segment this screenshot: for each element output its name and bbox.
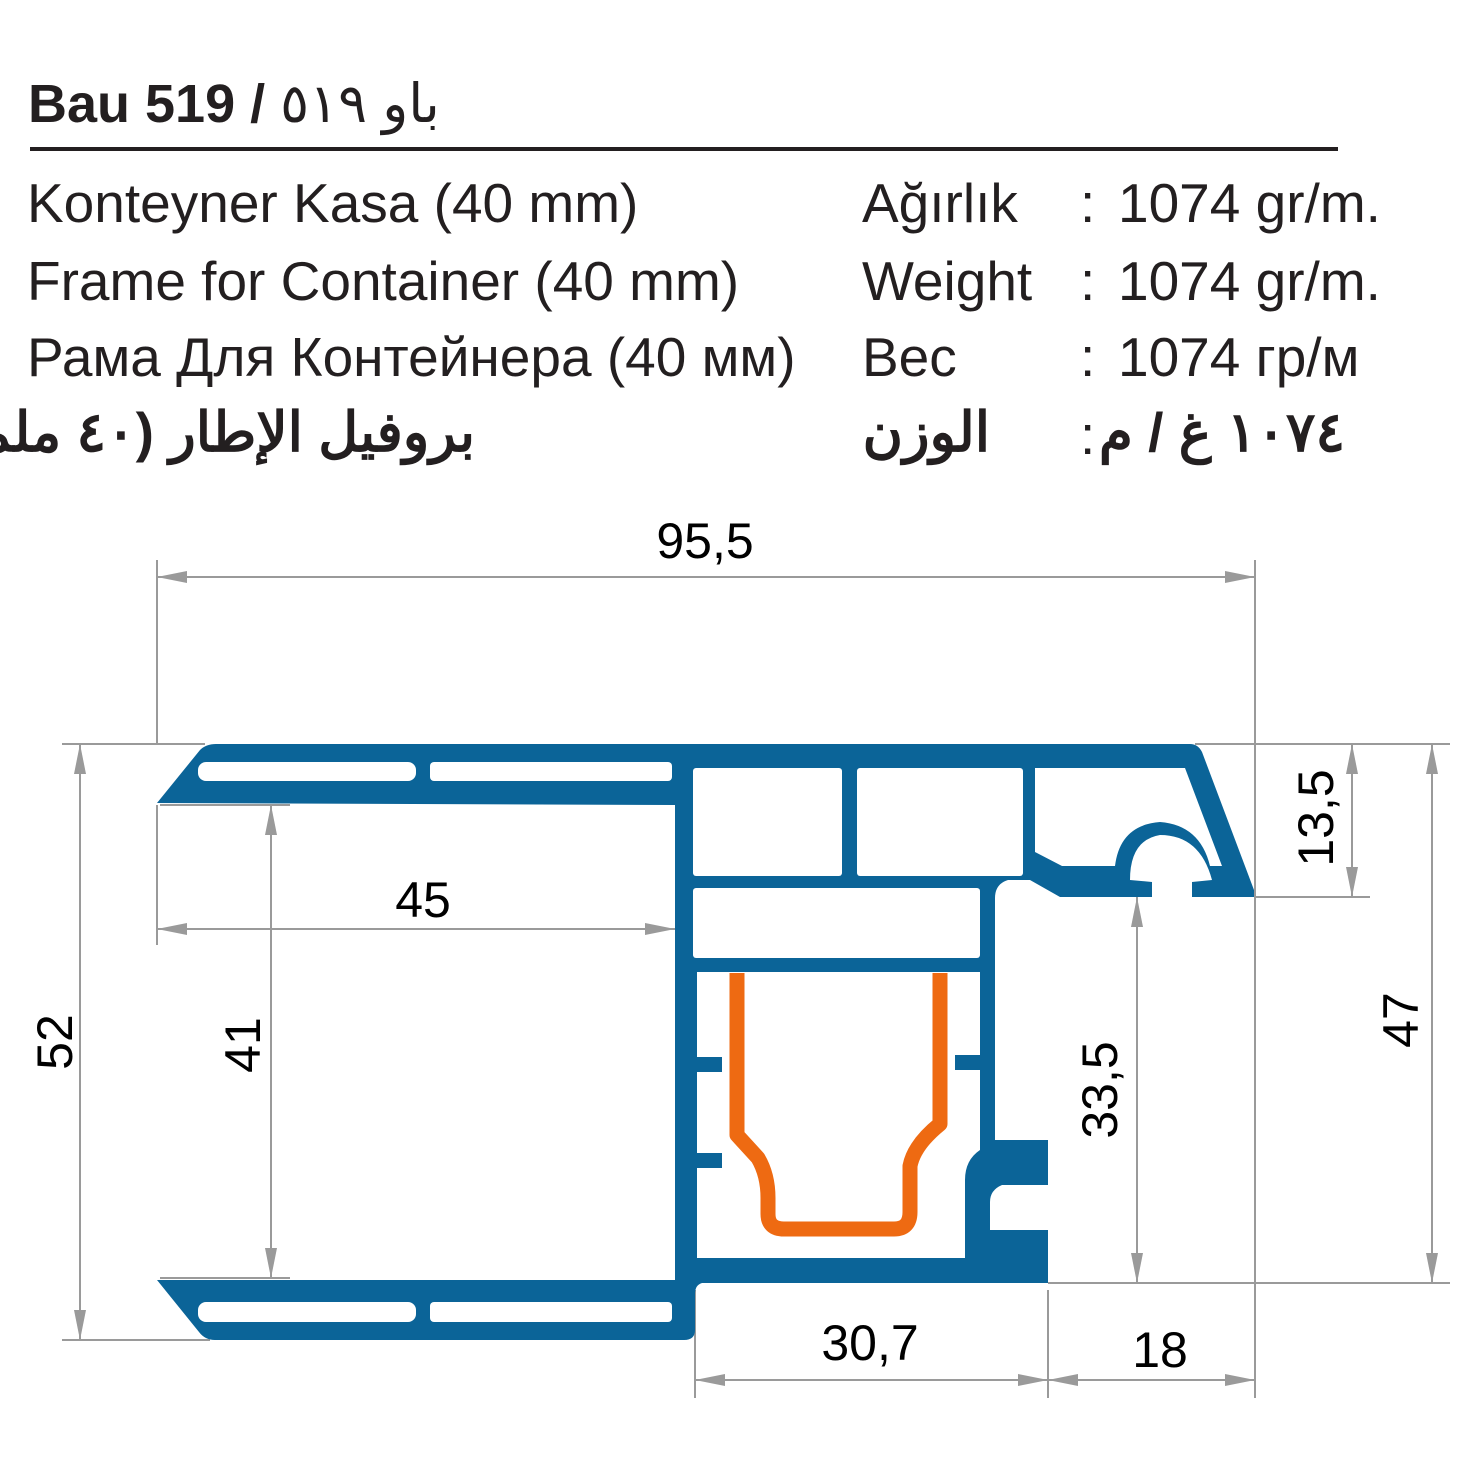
title-separator: / bbox=[250, 74, 266, 134]
label-en: Weight bbox=[862, 250, 1033, 312]
dim-right-height: 47 bbox=[1373, 992, 1429, 1048]
dim-opening-height: 41 bbox=[215, 1017, 271, 1073]
value-ar: ١٠٧٤ غ / م bbox=[1098, 401, 1345, 463]
dim-bottom-left: 30,7 bbox=[821, 1315, 918, 1371]
value-en: 1074 gr/m. bbox=[1118, 250, 1381, 312]
colon-tr: : bbox=[1080, 172, 1096, 234]
title-arabic: باو ٥١٩ bbox=[280, 74, 440, 134]
value-ru: 1074 гр/м bbox=[1118, 326, 1360, 388]
dim-overall-height: 52 bbox=[27, 1014, 83, 1070]
name-ru: Рама Для Контейнера (40 мм) bbox=[27, 326, 796, 388]
label-ar: الوزن bbox=[862, 401, 990, 463]
name-en: Frame for Container (40 mm) bbox=[27, 250, 740, 312]
profile-chambers bbox=[198, 762, 1222, 1322]
title-latin: Bau 519 bbox=[28, 74, 236, 134]
dim-inner-height: 33,5 bbox=[1072, 1041, 1128, 1138]
dim-opening-width: 45 bbox=[395, 872, 451, 928]
label-ru: Вес bbox=[862, 326, 957, 388]
dim-bottom-right: 18 bbox=[1132, 1322, 1188, 1378]
colon-ru: : bbox=[1080, 326, 1096, 388]
value-tr: 1074 gr/m. bbox=[1118, 172, 1381, 234]
dim-lip-height: 13,5 bbox=[1288, 769, 1344, 866]
dim-overall-width: 95,5 bbox=[656, 513, 753, 569]
name-ar: بروفيل الإطار (٤٠ ملم) bbox=[0, 401, 475, 463]
product-title: Bau 519 / باو ٥١٩ bbox=[28, 72, 440, 135]
colon-ar: : bbox=[1080, 404, 1096, 466]
title-divider bbox=[30, 147, 1338, 151]
label-tr: Ağırlık bbox=[862, 172, 1018, 234]
colon-en: : bbox=[1080, 250, 1096, 312]
name-tr: Konteyner Kasa (40 mm) bbox=[27, 172, 639, 234]
gasket bbox=[729, 973, 948, 1237]
